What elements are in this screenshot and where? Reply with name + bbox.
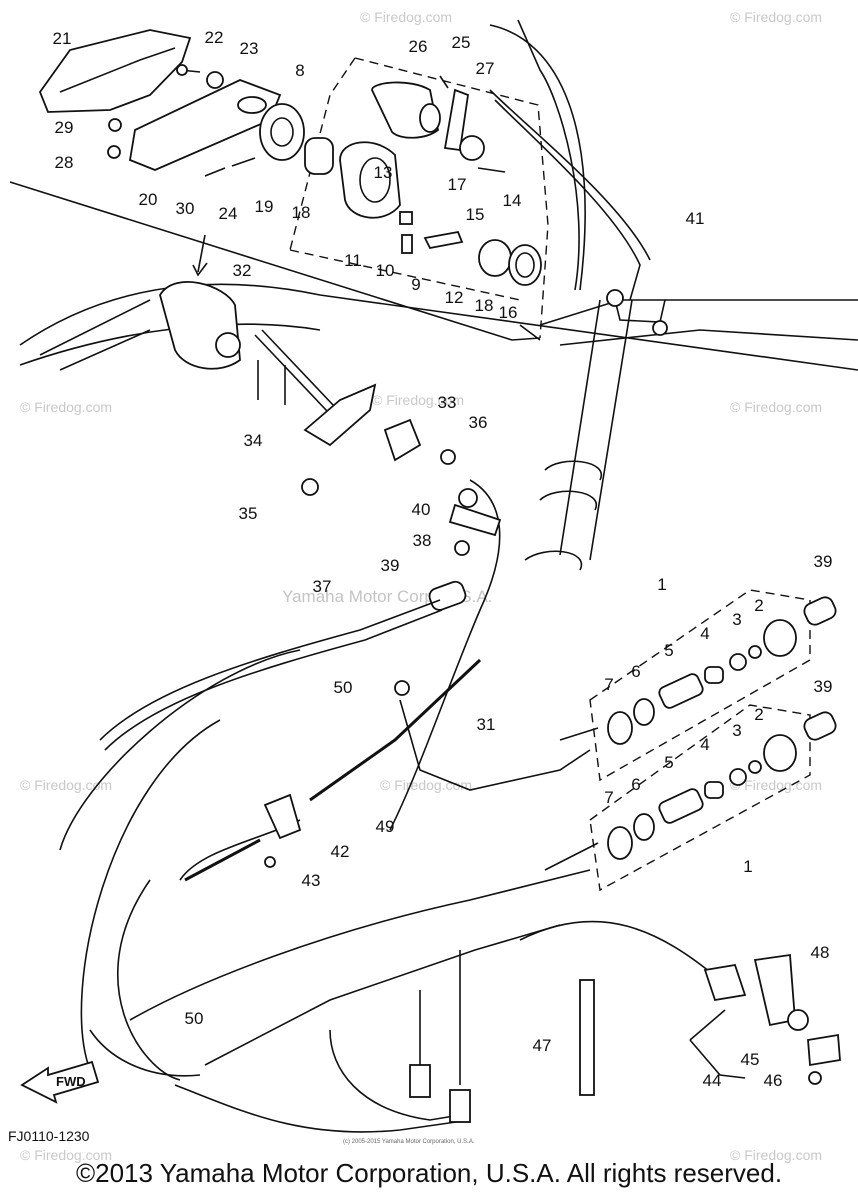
callout-7a: 7 — [604, 675, 613, 694]
callout-30: 30 — [176, 199, 195, 218]
callout-39a: 39 — [381, 556, 400, 575]
callout-6b: 6 — [631, 775, 640, 794]
callout-14: 14 — [503, 191, 522, 210]
callout-45: 45 — [741, 1050, 760, 1069]
callout-36: 36 — [469, 413, 488, 432]
callout-40: 40 — [412, 500, 431, 519]
callout-25: 25 — [452, 33, 471, 52]
callout-33: 33 — [438, 393, 457, 412]
callout-13: 13 — [374, 163, 393, 182]
callout-37: 37 — [313, 577, 332, 596]
firedog-watermark: © Firedog.com — [730, 1147, 822, 1163]
callout-34: 34 — [244, 431, 263, 450]
callout-8: 8 — [295, 61, 304, 80]
watermark-layer: © Firedog.com © Firedog.com © Firedog.co… — [20, 9, 822, 1163]
body-bracket-linework — [19, 281, 858, 496]
callout-48: 48 — [811, 943, 830, 962]
callout-43: 43 — [302, 871, 321, 890]
firedog-watermark: © Firedog.com — [730, 399, 822, 415]
firedog-watermark: © Firedog.com — [20, 399, 112, 415]
upper-assembly-linework — [9, 29, 549, 341]
callout-17: 17 — [448, 175, 467, 194]
callout-44: 44 — [703, 1071, 722, 1090]
callout-22: 22 — [205, 28, 224, 47]
firedog-watermark: © Firedog.com — [20, 777, 112, 793]
steering-column-linework — [489, 19, 858, 571]
firedog-watermark: © Firedog.com — [372, 392, 464, 408]
callout-27: 27 — [476, 59, 495, 78]
fwd-arrow: FWD — [20, 1060, 100, 1104]
callout-23: 23 — [240, 39, 259, 58]
callout-12: 12 — [445, 288, 464, 307]
callout-32: 32 — [233, 261, 252, 280]
firedog-watermark: © Firedog.com — [20, 1147, 112, 1163]
fitting-set-upper — [607, 596, 837, 745]
callout-2a: 2 — [754, 596, 763, 615]
callout-39c: 39 — [814, 677, 833, 696]
callout-26: 26 — [409, 37, 428, 56]
callout-2b: 2 — [754, 705, 763, 724]
callout-10: 10 — [376, 261, 395, 280]
callout-4b: 4 — [700, 735, 709, 754]
callout-20: 20 — [139, 190, 158, 209]
firedog-watermark: © Firedog.com — [730, 9, 822, 25]
callout-49: 49 — [376, 817, 395, 836]
callout-15: 15 — [466, 205, 485, 224]
callout-18b: 18 — [475, 296, 494, 315]
callout-3a: 3 — [732, 610, 741, 629]
part-1-group-boxes — [544, 589, 837, 892]
copyright-footer: ©2013 Yamaha Motor Corporation, U.S.A. A… — [75, 1158, 783, 1188]
callout-38: 38 — [413, 531, 432, 550]
tiny-credit: (c) 2005-2015 Yamaha Motor Corporation, … — [343, 1139, 475, 1145]
callout-46: 46 — [764, 1071, 783, 1090]
figure-code: FJ0110-1230 — [8, 1128, 90, 1144]
callout-28: 28 — [55, 153, 74, 172]
callout-7b: 7 — [604, 788, 613, 807]
callout-29: 29 — [55, 118, 74, 137]
firedog-watermark: © Firedog.com — [360, 9, 452, 25]
fitting-set-lower — [607, 711, 837, 860]
callout-42: 42 — [331, 842, 350, 861]
callout-3b: 3 — [732, 721, 741, 740]
callout-11: 11 — [344, 251, 362, 270]
callout-50b: 50 — [185, 1009, 204, 1028]
callout-16: 16 — [499, 303, 518, 322]
callout-31: 31 — [477, 715, 496, 734]
callout-50a: 50 — [334, 678, 353, 697]
callout-5a: 5 — [664, 641, 673, 660]
cable-linework — [59, 89, 841, 1133]
callout-19: 19 — [255, 197, 274, 216]
callout-24: 24 — [219, 204, 238, 223]
callout-4a: 4 — [700, 624, 709, 643]
fwd-label: FWD — [56, 1074, 86, 1089]
callout-35: 35 — [239, 504, 258, 523]
callout-18a: 18 — [292, 203, 311, 222]
callout-6a: 6 — [631, 662, 640, 681]
callout-1b: 1 — [743, 857, 752, 876]
callout-1a: 1 — [657, 575, 666, 594]
callout-39b: 39 — [814, 552, 833, 571]
callout-47: 47 — [533, 1036, 552, 1055]
callout-5b: 5 — [664, 753, 673, 772]
callout-21: 21 — [53, 29, 72, 48]
callout-41: 41 — [686, 209, 705, 228]
callout-9: 9 — [411, 275, 420, 294]
